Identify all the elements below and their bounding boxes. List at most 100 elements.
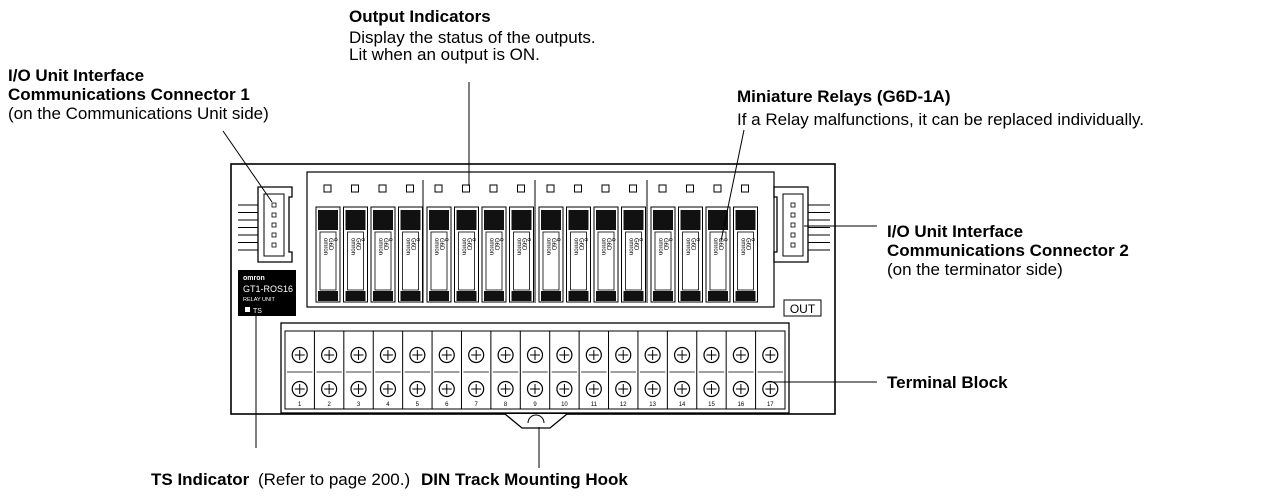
label-type: RELAY UNIT	[243, 297, 276, 303]
callout-connector-1: I/O Unit Interface Communications Connec…	[8, 66, 269, 123]
output-indicator-led	[434, 184, 443, 193]
relay-text: omron	[740, 238, 746, 255]
connector-2-title-line2: Communications Connector 2	[887, 241, 1129, 260]
terminal-screw	[732, 380, 749, 398]
terminal-screw	[585, 346, 602, 364]
terminal-number: 16	[738, 402, 745, 408]
terminal-number: 1	[298, 402, 302, 408]
terminal-number: 8	[504, 402, 508, 408]
terminal-number: 10	[561, 402, 568, 408]
relay-text: omron	[573, 238, 579, 255]
terminal-number: 5	[416, 402, 420, 408]
terminal-number: 7	[475, 402, 479, 408]
terminal-block-title: Terminal Block	[887, 373, 1008, 392]
terminal-number: 14	[679, 402, 686, 408]
terminal-screw	[673, 380, 691, 398]
terminal-number: 9	[533, 402, 537, 408]
leader-lines	[222, 82, 877, 468]
connector-1-note: (on the Communications Unit side)	[8, 104, 269, 123]
terminal-screw	[291, 380, 308, 398]
terminal-screw	[468, 346, 485, 364]
callout-output-indicators: Output Indicators Display the status of …	[349, 7, 596, 64]
terminal-screw	[409, 380, 426, 398]
din-hook	[504, 413, 568, 429]
connector-1-title-line2: Communications Connector 1	[8, 85, 250, 104]
terminal-number: 17	[767, 402, 774, 408]
terminal-screw	[615, 346, 632, 364]
terminal-screw	[379, 380, 397, 398]
output-indicator-led	[601, 184, 610, 193]
label-ts: TS	[253, 308, 262, 315]
terminal-screw	[615, 380, 632, 398]
terminal-screw	[438, 380, 455, 398]
terminal-number: 6	[445, 402, 449, 408]
callout-din-hook: DIN Track Mounting Hook	[421, 470, 628, 489]
connector-2-note: (on the terminator side)	[887, 260, 1063, 279]
relay-text: G6D	[717, 238, 723, 251]
connector-1-title-line1: I/O Unit Interface	[8, 66, 145, 85]
terminal-screw	[762, 380, 779, 398]
connector-2-title-line1: I/O Unit Interface	[887, 222, 1024, 241]
relay-text: o	[695, 238, 701, 242]
relay-text: o	[526, 238, 532, 242]
relay-text: o	[555, 238, 561, 242]
relay-text: G6D	[521, 238, 527, 251]
relays-description: If a Relay malfunctions, it can be repla…	[737, 110, 1144, 129]
terminal-screw	[556, 346, 573, 364]
terminal-screw	[409, 346, 426, 364]
din-hook-title: DIN Track Mounting Hook	[421, 470, 628, 489]
terminal-number: 11	[591, 402, 598, 408]
terminal-number: 12	[620, 402, 627, 408]
output-indicator-led	[658, 184, 667, 193]
relay-text: omron	[628, 238, 634, 255]
output-indicator-led	[546, 184, 555, 193]
relay-text: omron	[377, 238, 383, 255]
output-indicator-led	[323, 184, 332, 193]
relays-title: Miniature Relays (G6D-1A)	[737, 87, 951, 106]
terminal-screw	[350, 380, 367, 398]
terminal-screw	[350, 346, 367, 364]
relay-text: omron	[685, 238, 691, 255]
output-indicators-title: Output Indicators	[349, 7, 491, 26]
relay-text: omron	[433, 238, 439, 255]
label-model: GT1-ROS16	[243, 284, 293, 294]
relay-text: G6D	[662, 238, 668, 251]
ts-indicator-note: (Refer to page 200.)	[257, 470, 411, 489]
terminal-screw	[438, 346, 455, 364]
output-indicator-led	[713, 184, 722, 193]
output-indicators-line2: Lit when an output is ON.	[349, 45, 540, 64]
output-indicators-line1: Display the status of the outputs.	[349, 28, 596, 47]
relay-text: G6D	[745, 238, 751, 251]
terminal-screw	[644, 346, 661, 364]
relay-text: o	[583, 238, 589, 242]
connector-1	[238, 186, 293, 263]
output-indicator-led	[378, 184, 387, 193]
relay-text: omron	[405, 238, 411, 255]
model-label-plate: omron GT1-ROS16 RELAY UNIT TS	[238, 270, 296, 316]
terminal-screw	[497, 346, 514, 364]
terminal-number: 13	[649, 402, 656, 408]
relay-text: o	[443, 238, 449, 242]
terminal-screw	[703, 346, 720, 364]
terminal-screw	[321, 346, 338, 364]
relay-text: omron	[657, 238, 663, 255]
terminal-screw	[468, 380, 485, 398]
connector-2	[773, 186, 830, 263]
relay-text: G6D	[690, 238, 696, 251]
relay-text: o	[667, 238, 673, 242]
relay-text: o	[610, 238, 616, 242]
terminal-number: 2	[327, 402, 331, 408]
